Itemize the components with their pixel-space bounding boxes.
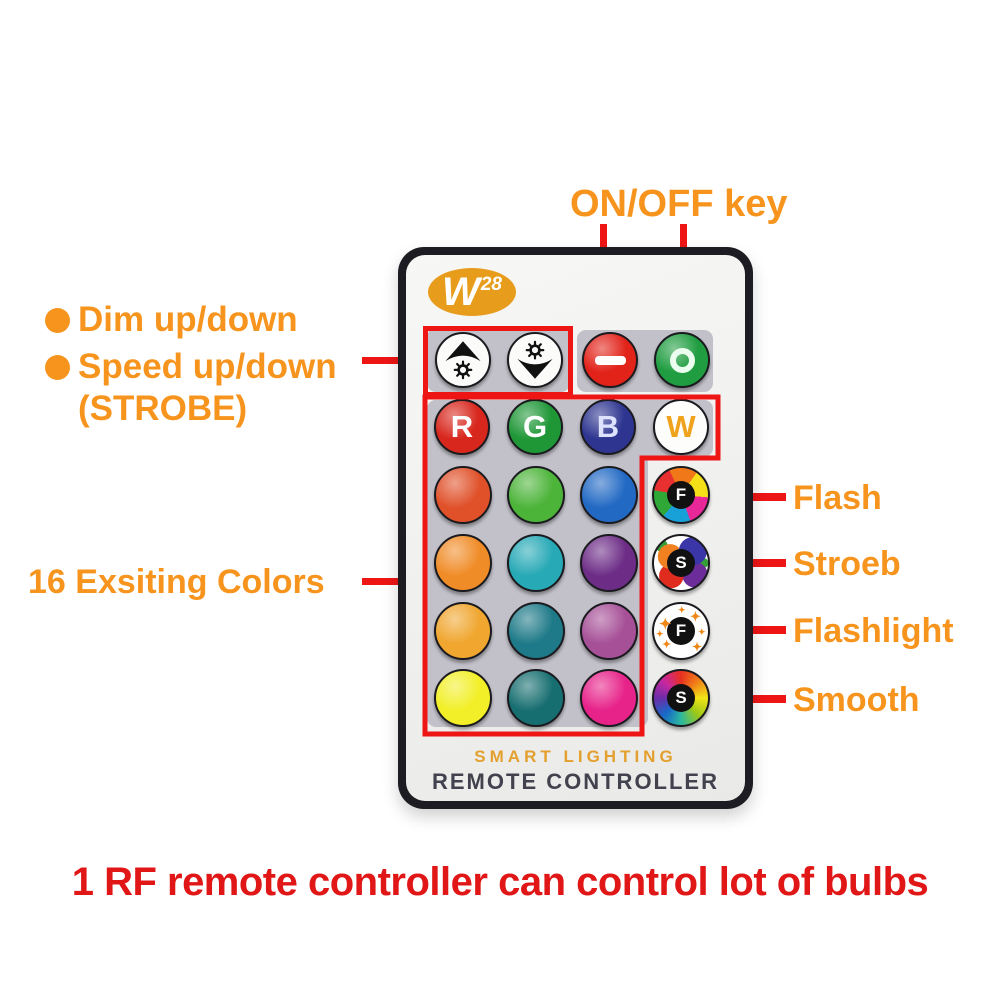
sparkle-icon: ✦ <box>690 609 701 624</box>
speed-annotation: Speed up/down <box>45 347 337 387</box>
speed-label: Speed up/down <box>78 347 337 386</box>
arrow-left-flash <box>744 493 786 501</box>
brand-line-remote-controller: REMOTE CONTROLLER <box>432 769 719 794</box>
brightness-up-icon <box>445 341 481 380</box>
color-button[interactable] <box>507 602 565 660</box>
arrow-left-stroeb <box>744 559 786 567</box>
color-key-r[interactable]: R <box>434 399 490 455</box>
strobe-label: (STROBE) <box>78 389 248 428</box>
mode-letter: F <box>667 617 695 645</box>
sparkle-icon: ✦ <box>698 627 706 637</box>
on-off-key-label: ON/OFF key <box>570 183 788 225</box>
brand-line-smart-lighting: SMART LIGHTING <box>474 747 677 766</box>
dim-label: Dim up/down <box>78 300 298 339</box>
sparkle-icon: ✦ <box>678 605 686 615</box>
flashlight-label: Flashlight <box>793 612 954 650</box>
power-on-button[interactable] <box>582 332 638 388</box>
sixteen-colors-label: 16 Exsiting Colors <box>28 563 325 601</box>
minus-icon <box>594 355 626 365</box>
mode-letter: F <box>667 481 695 509</box>
brightness-down-icon <box>517 340 553 379</box>
color-button[interactable] <box>580 534 638 592</box>
color-button[interactable] <box>434 602 492 660</box>
smooth-mode-button[interactable]: S <box>652 669 710 727</box>
arrow-right-dim <box>362 357 404 364</box>
arrow-left-flashlight <box>744 626 786 634</box>
bullet-icon <box>45 354 70 380</box>
logo-text: W <box>442 270 480 314</box>
arrow-left-smooth <box>744 695 786 703</box>
color-button[interactable] <box>507 669 565 727</box>
circle-icon <box>669 347 695 373</box>
flash-label: Flash <box>793 479 882 517</box>
color-button[interactable] <box>507 466 565 524</box>
power-off-button[interactable] <box>654 332 710 388</box>
color-button[interactable] <box>434 466 492 524</box>
stroeb-label: Stroeb <box>793 545 901 583</box>
brand-logo: W 28 <box>428 268 516 316</box>
sparkle-icon: ✦ <box>656 629 664 639</box>
smooth-label: Smooth <box>793 681 920 719</box>
color-button[interactable] <box>580 602 638 660</box>
remote-controller: W 28 <box>398 247 753 809</box>
color-button[interactable] <box>434 669 492 727</box>
color-button[interactable] <box>507 534 565 592</box>
color-button[interactable] <box>580 466 638 524</box>
mode-letter: S <box>667 549 695 577</box>
sparkle-icon: ✦ <box>692 640 703 654</box>
color-button[interactable] <box>434 534 492 592</box>
dim-annotation: Dim up/down <box>45 300 298 340</box>
strobe-mode-button[interactable]: S <box>652 534 710 592</box>
color-button[interactable] <box>580 669 638 727</box>
flashlight-mode-button[interactable]: ✦✦✦✦✦✦✦F <box>652 602 710 660</box>
color-key-b[interactable]: B <box>580 399 636 455</box>
dim-highlight-rect <box>423 326 573 397</box>
dim-up-button[interactable] <box>435 332 491 388</box>
mode-letter: S <box>667 684 695 712</box>
color-key-g[interactable]: G <box>507 399 563 455</box>
sparkle-icon: ✦ <box>659 616 672 633</box>
logo-sup: 28 <box>480 273 502 295</box>
bullet-icon <box>45 307 70 333</box>
flash-mode-button[interactable]: F <box>652 466 710 524</box>
dim-down-button[interactable] <box>507 332 563 388</box>
bottom-caption: 1 RF remote controller can control lot o… <box>71 860 929 904</box>
color-key-w[interactable]: W <box>653 399 709 455</box>
sparkle-icon: ✦ <box>662 639 672 651</box>
arrow-right-colors <box>362 578 404 585</box>
colors-highlight-outline <box>422 394 721 737</box>
